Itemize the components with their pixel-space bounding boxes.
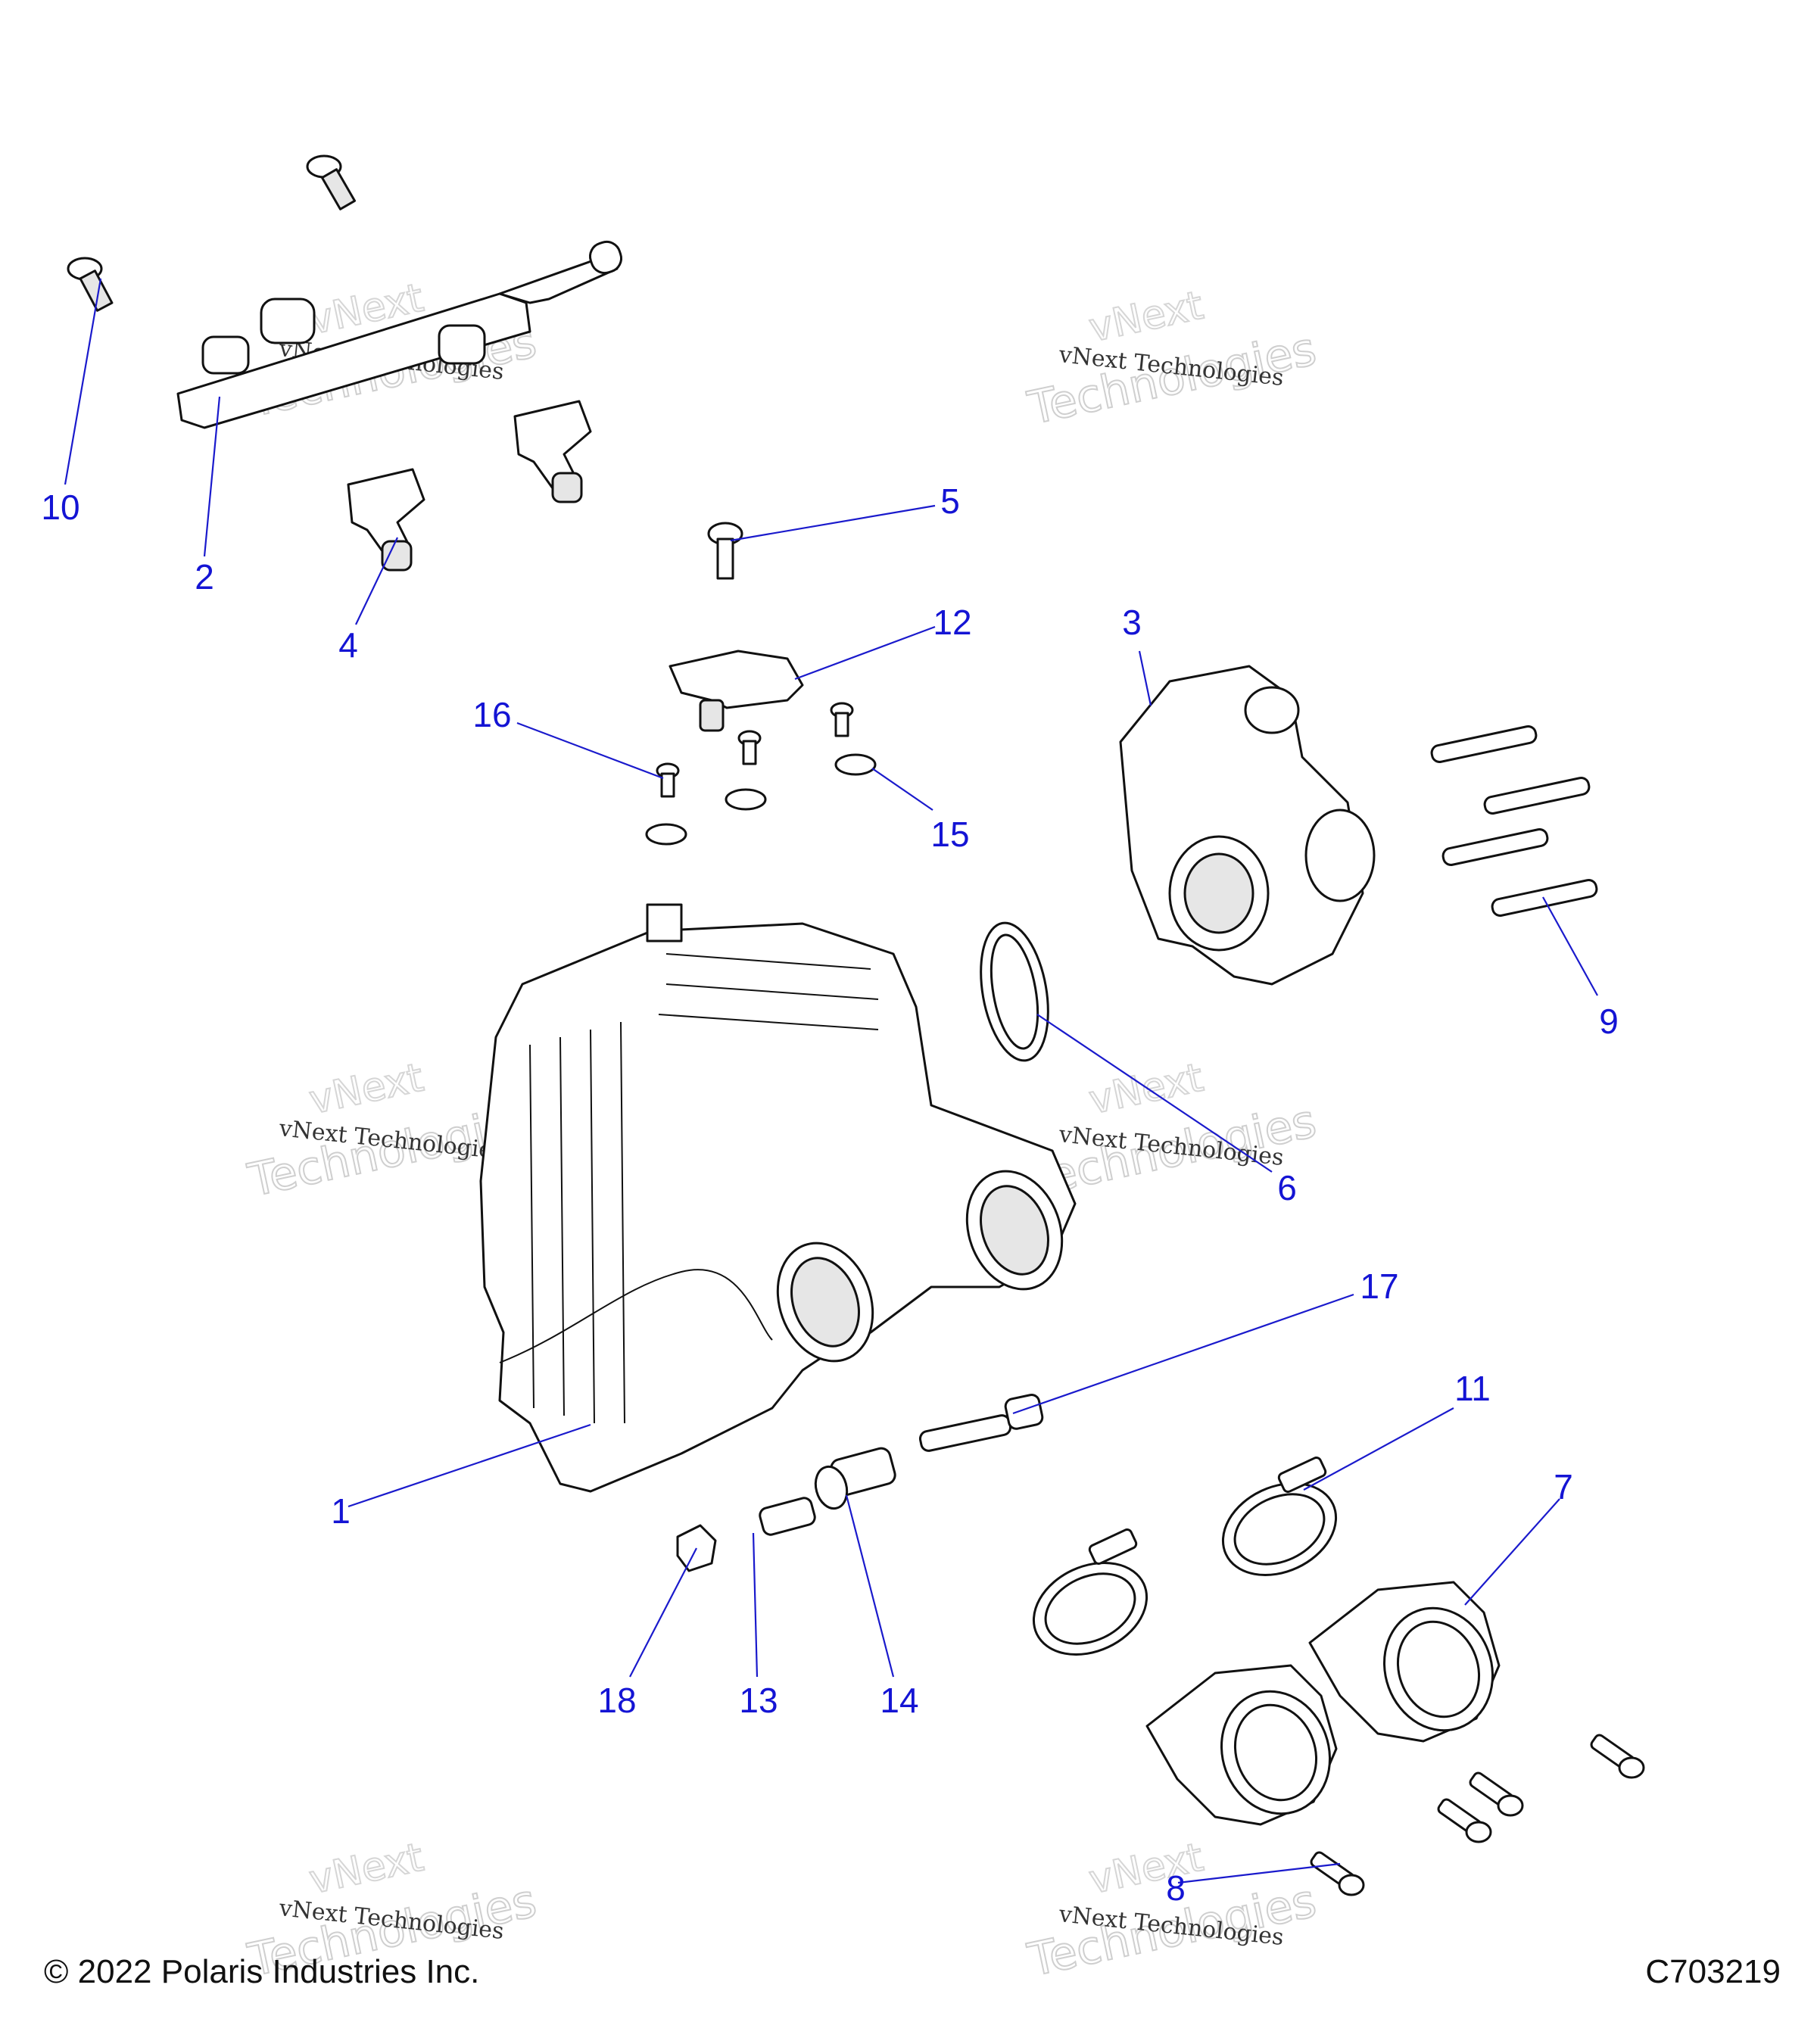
callout-5: 5 [940,481,960,521]
screw [737,730,762,765]
watermark-brand: vNext [1086,283,1208,351]
figure-id: C703219 [1645,1953,1781,1990]
screw [1590,1734,1645,1779]
fuel-injector-4 [347,468,425,572]
clip-15 [834,753,877,776]
callout-17: 17 [1360,1267,1398,1306]
callout-12: 12 [933,603,971,642]
callout-10: 10 [41,488,79,527]
bolt-5 [707,522,743,580]
callout-7: 7 [1554,1467,1573,1507]
watermark-brand: vNext [1086,1835,1208,1903]
callout-18: 18 [597,1681,636,1720]
bolt-9 [1430,725,1598,917]
clip [645,823,687,846]
screw [830,702,854,737]
intake-manifold [479,903,1077,1493]
callouts: 1 2 3 4 5 6 7 8 9 10 11 12 13 14 15 16 1… [41,481,1618,1908]
screw [1469,1771,1524,1817]
copyright-notice: © 2022 Polaris Industries Inc. [44,1953,480,1990]
hose-clamp [1032,1528,1148,1656]
callout-8: 8 [1166,1868,1186,1908]
callout-11: 11 [1454,1369,1491,1408]
spacer-13 [759,1497,816,1536]
screw [1437,1798,1492,1843]
fuel-rail [176,240,623,429]
hose-clamp-11 [1221,1457,1338,1577]
seal-ring [980,921,1049,1062]
intake-boot-7 [1308,1581,1501,1743]
callout-6: 6 [1277,1168,1297,1207]
map-sensor [669,650,804,732]
watermark-brand: vNext [306,1835,428,1903]
clip [725,788,767,811]
screw-10 [67,257,114,312]
watermark-brand: vNext [306,1055,428,1123]
throttle-body [1119,665,1376,986]
watermark-brand: vNext [1086,1055,1208,1123]
callout-2: 2 [195,557,214,597]
screw-8 [1310,1851,1365,1896]
callout-14: 14 [880,1681,918,1720]
callout-3: 3 [1122,603,1142,642]
leader-lines [64,278,1598,1884]
callout-1: 1 [331,1491,351,1531]
callout-13: 13 [739,1681,778,1720]
bolt-17 [918,1394,1044,1452]
fuel-injector [513,400,592,503]
callout-9: 9 [1599,1002,1619,1041]
callout-15: 15 [930,815,969,854]
intake-boot [1145,1664,1338,1826]
screw-16 [656,762,680,798]
callout-4: 4 [338,625,358,665]
callout-16: 16 [472,695,511,734]
bushing-14 [814,1447,896,1510]
screw-10-upper [306,154,357,210]
